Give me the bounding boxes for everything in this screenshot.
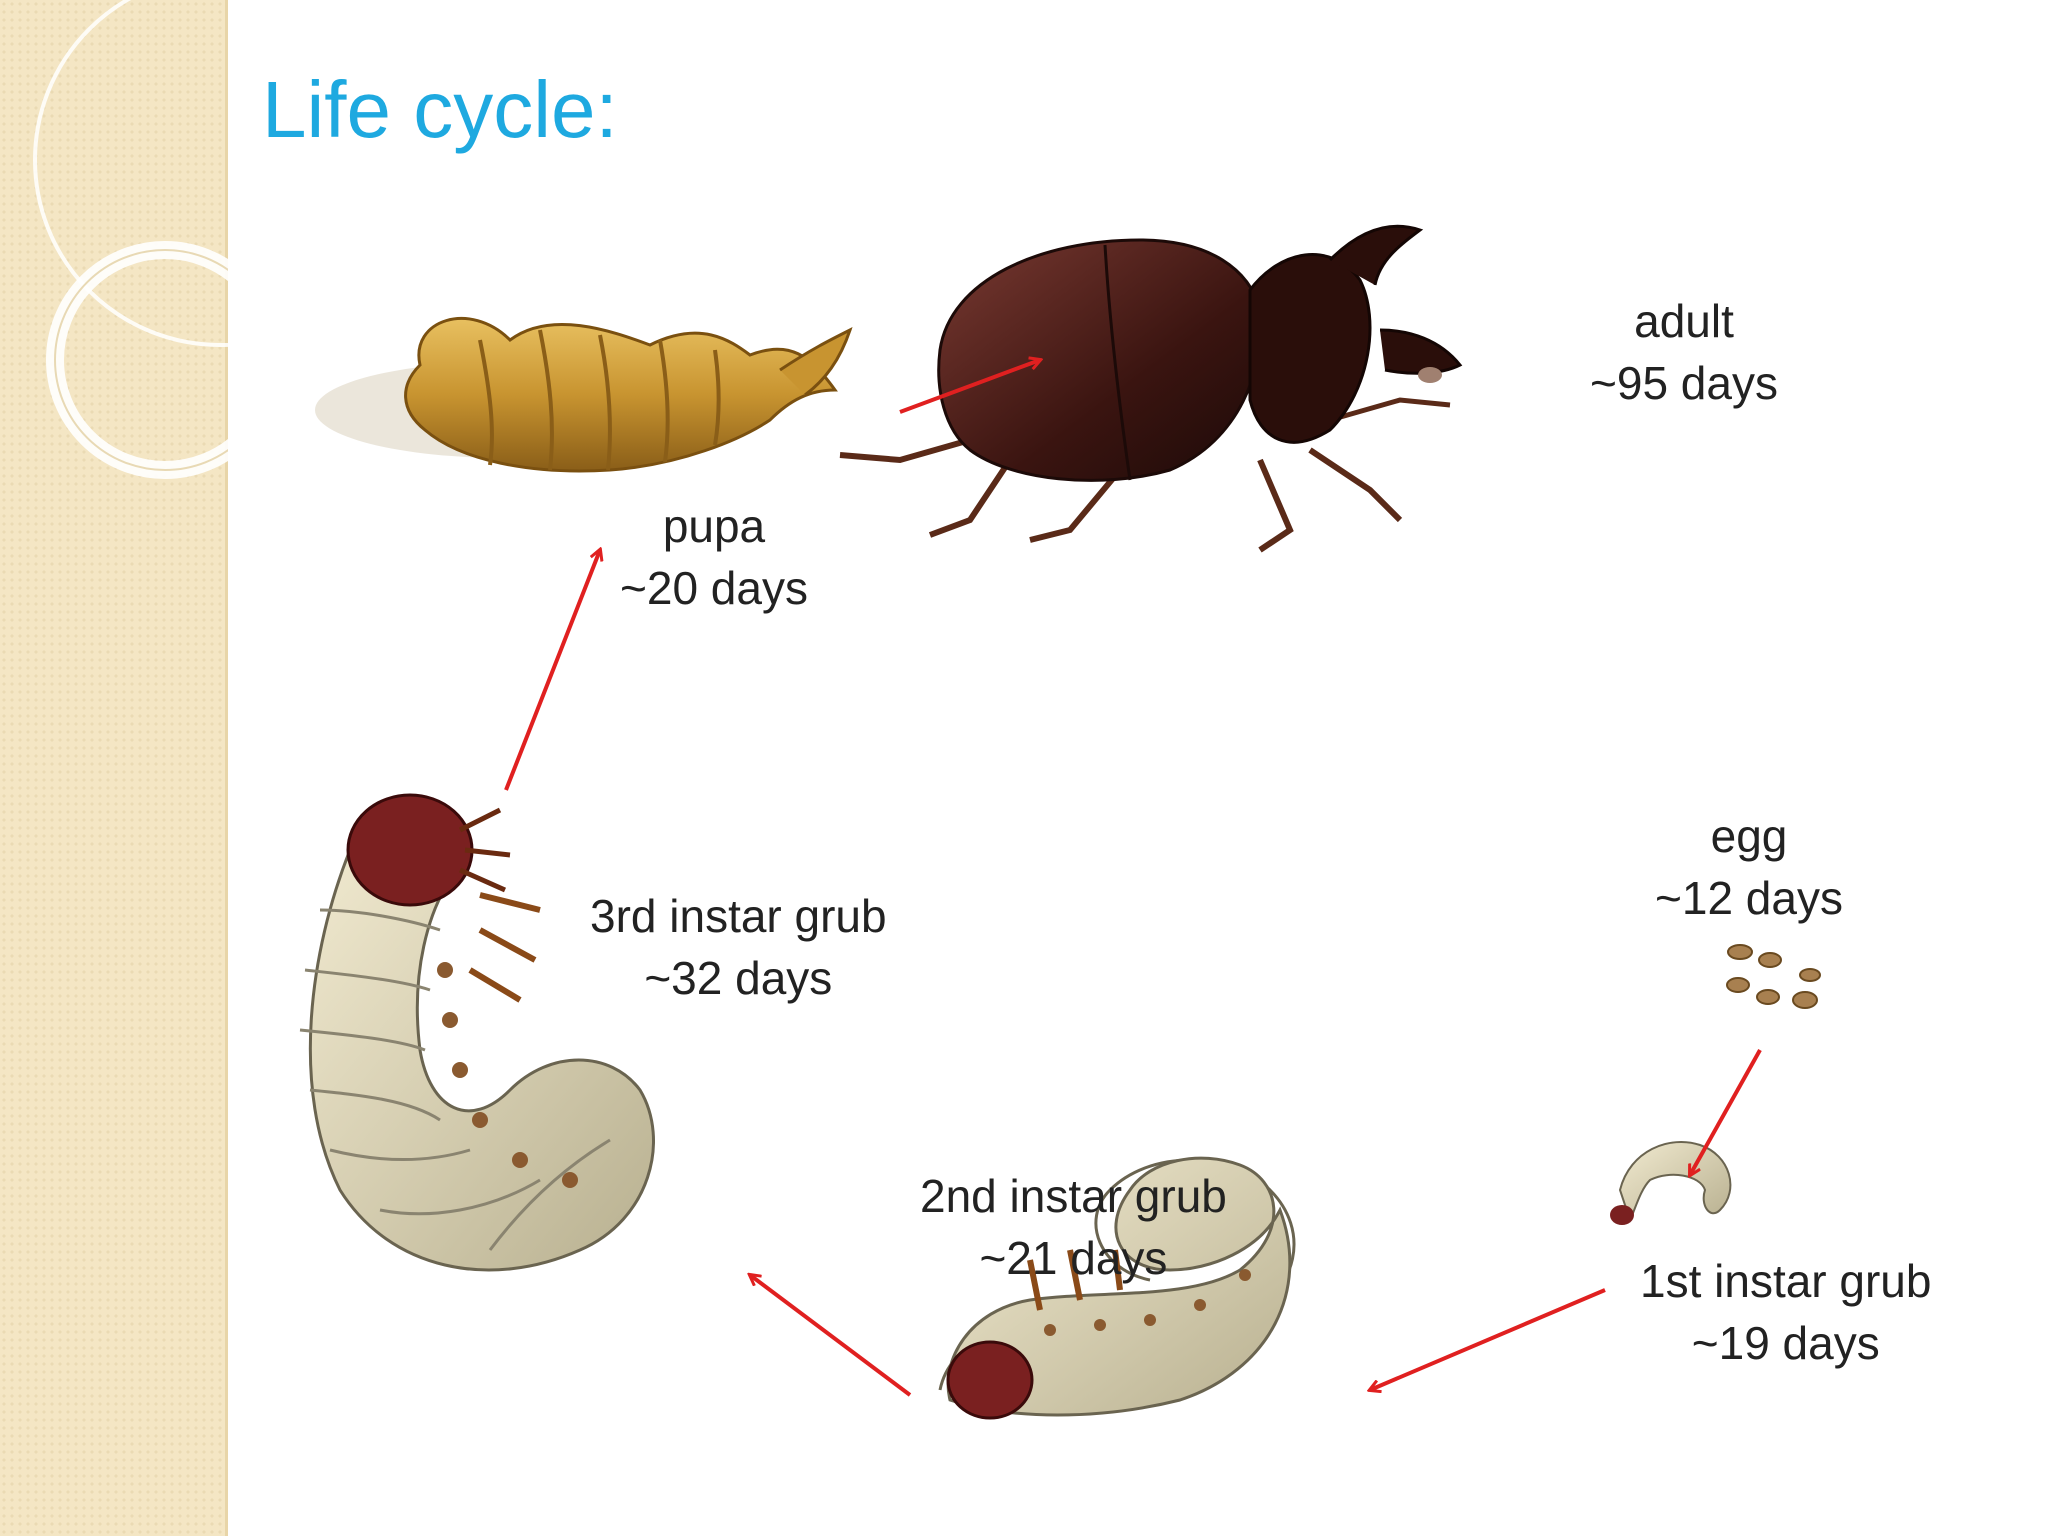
arrow-third-instar-to-pupa bbox=[504, 550, 600, 791]
stage-name: pupa bbox=[662, 500, 766, 552]
stage-name: egg bbox=[1710, 810, 1788, 862]
pupa-illustration bbox=[315, 316, 853, 473]
stage-label-second-instar: 2nd instar grub ~21 days bbox=[920, 1165, 1227, 1289]
stage-label-adult: adult ~95 days bbox=[1590, 290, 1778, 414]
stage-label-third-instar: 3rd instar grub ~32 days bbox=[590, 885, 887, 1009]
diagram-artwork bbox=[299, 224, 1821, 1420]
eggs-illustration bbox=[1726, 944, 1821, 1009]
stage-duration: ~21 days bbox=[979, 1232, 1168, 1284]
stage-label-pupa: pupa ~20 days bbox=[620, 495, 808, 619]
decorative-rings bbox=[33, 0, 228, 479]
stage-duration: ~20 days bbox=[620, 562, 808, 614]
page-title: Life cycle: bbox=[262, 65, 618, 154]
stage-duration: ~95 days bbox=[1590, 357, 1778, 409]
stage-name: 3rd instar grub bbox=[590, 890, 887, 942]
arrow-egg-to-first-instar bbox=[1690, 1049, 1762, 1175]
third-instar-grub-illustration bbox=[299, 793, 655, 1272]
stage-duration: ~19 days bbox=[1691, 1317, 1880, 1369]
arrow-pupa-to-adult bbox=[899, 360, 1040, 414]
adult-beetle-illustration bbox=[839, 224, 1463, 553]
cycle-arrows bbox=[504, 360, 1762, 1397]
stage-duration: ~32 days bbox=[644, 952, 833, 1004]
stage-label-egg: egg ~12 days bbox=[1655, 805, 1843, 929]
stage-name: adult bbox=[1634, 295, 1734, 347]
arrow-second-instar-to-third-instar bbox=[750, 1275, 912, 1397]
life-cycle-diagram: adult ~95 days pupa ~20 days 3rd instar … bbox=[250, 190, 2040, 1530]
stage-duration: ~12 days bbox=[1655, 872, 1843, 924]
arrow-first-instar-to-second-instar bbox=[1370, 1288, 1606, 1390]
second-instar-grub-illustration bbox=[938, 1156, 1296, 1420]
first-instar-grub-illustration bbox=[1610, 1141, 1732, 1225]
stage-name: 2nd instar grub bbox=[920, 1170, 1227, 1222]
stage-label-first-instar: 1st instar grub ~19 days bbox=[1640, 1250, 1931, 1374]
decorative-side-panel bbox=[0, 0, 228, 1536]
stage-name: 1st instar grub bbox=[1640, 1255, 1932, 1307]
